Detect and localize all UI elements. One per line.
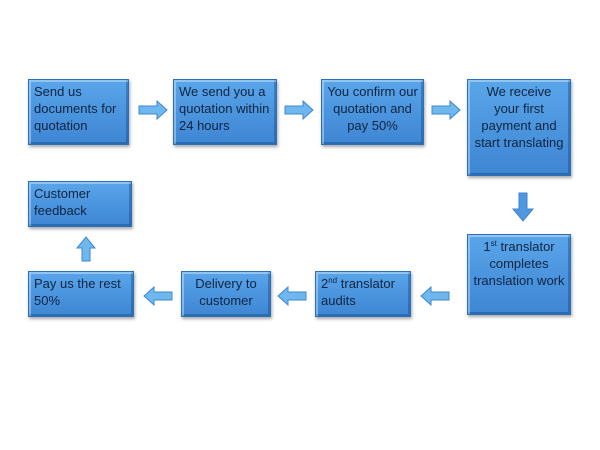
step-receive-payment-label: We receive your first payment and start … [474,84,564,150]
step-send-quotation-label: We send you a quotation within 24 hours [179,84,270,133]
step-send-documents: Send us documents for quotation [28,79,129,145]
arrow-right-icon [431,99,461,121]
second-translator-ordinal-suffix: nd [328,276,338,285]
arrow-up-icon [75,236,97,262]
first-translator-text: translator completes translation work [473,239,565,288]
step-send-quotation: We send you a quotation within 24 hours [173,79,277,145]
second-translator-ordinal: 2 [321,276,329,291]
first-translator-ordinal-suffix: st [490,239,497,248]
step-receive-payment: We receive your first payment and start … [467,79,571,176]
step-confirm-pay-label: You confirm our quotation and pay 50% [327,84,418,133]
step-first-translator-label: 1st translator completes translation wor… [473,239,564,288]
step-second-translator: 2nd translator audits [315,271,411,317]
arrow-left-icon [143,285,173,307]
step-customer-feedback: Customer feedback [28,181,132,227]
arrow-left-icon [420,285,450,307]
first-translator-ordinal: 1 [483,239,491,254]
step-pay-rest-label: Pay us the rest 50% [34,276,121,308]
step-delivery-label: Delivery to customer [195,276,257,308]
step-pay-rest: Pay us the rest 50% [28,271,134,317]
step-second-translator-label: 2nd translator audits [321,276,395,308]
arrow-down-icon [511,192,535,222]
step-customer-feedback-label: Customer feedback [34,186,91,218]
arrow-right-icon [138,99,168,121]
step-delivery: Delivery to customer [181,271,271,317]
arrow-left-icon [277,285,307,307]
arrow-right-icon [284,99,314,121]
second-translator-text: translator audits [321,276,395,308]
step-first-translator: 1st translator completes translation wor… [467,234,571,315]
step-send-documents-label: Send us documents for quotation [34,84,117,133]
step-confirm-pay: You confirm our quotation and pay 50% [321,79,424,145]
